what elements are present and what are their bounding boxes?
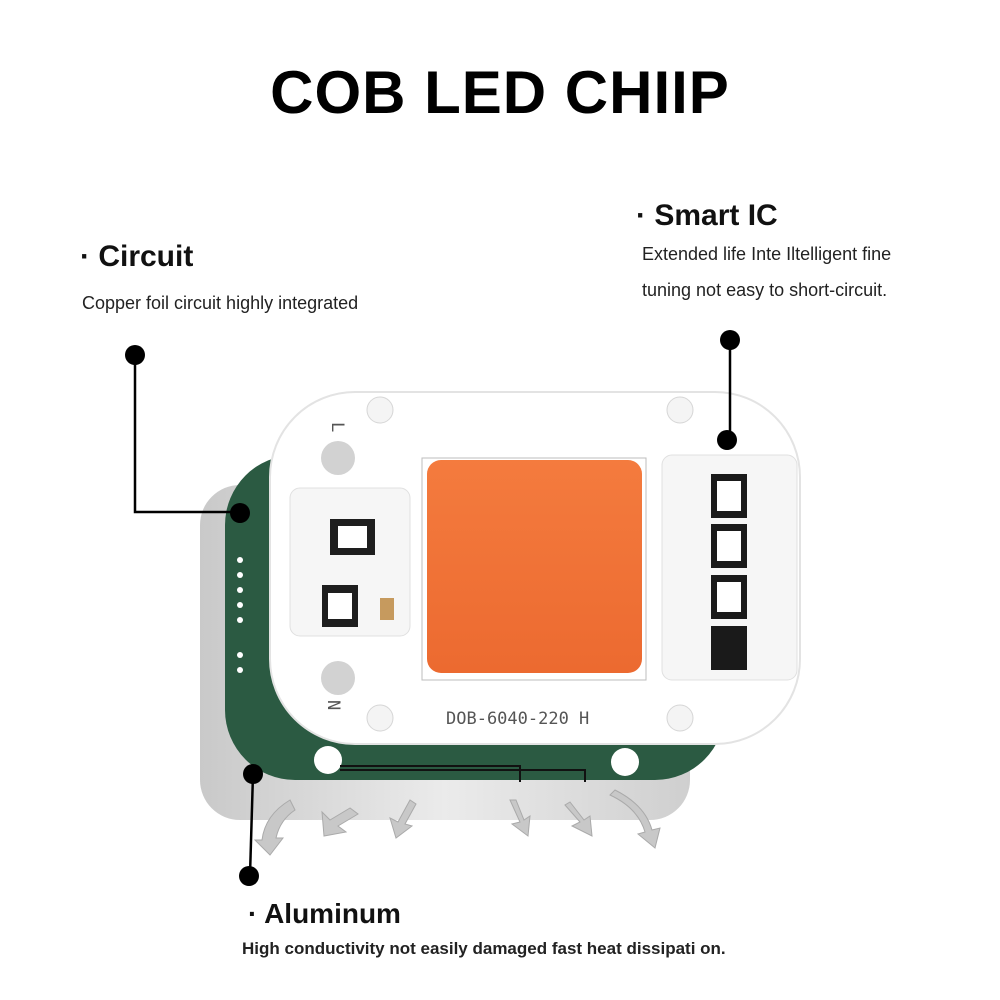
capacitor: [380, 598, 394, 620]
smart-ic-chip: [711, 626, 747, 670]
input-pad-l: [321, 441, 355, 475]
smart-ic-heading: · Smart IC: [636, 199, 778, 232]
circuit-leader: [125, 345, 250, 523]
smart-ic-description-line2: tuning not easy to short-circuit.: [642, 280, 888, 300]
circuit-description: Copper foil circuit highly integrated: [82, 293, 359, 313]
aluminum-heading: · Aluminum: [248, 898, 401, 929]
aluminum-description: High conductivity not easily damaged fas…: [242, 939, 726, 958]
pad-label-l: L: [327, 422, 347, 432]
circuit-heading: · Circuit: [80, 240, 194, 273]
model-label: DOB-6040-220 H: [446, 709, 589, 729]
board-corner-holes: [366, 396, 694, 732]
smart-ic-leader: [717, 330, 740, 450]
aluminum-leader: [239, 764, 263, 886]
input-pad-n: [321, 661, 355, 695]
led-frame: [421, 457, 647, 681]
pcb-mount-hole: [314, 746, 342, 774]
heat-arrows: [253, 789, 661, 856]
pcb-traces: [340, 765, 586, 782]
pad-label-n: N: [323, 700, 343, 710]
page-title: COB LED CHIIP: [270, 59, 730, 126]
smart-ic-description-line1: Extended life Inte Iltelligent fine: [642, 244, 892, 264]
pcb-mount-hole: [611, 748, 639, 776]
pcb-vias: [237, 557, 243, 673]
smart-ic-chips: [711, 474, 747, 670]
led-emitter: [427, 460, 642, 673]
